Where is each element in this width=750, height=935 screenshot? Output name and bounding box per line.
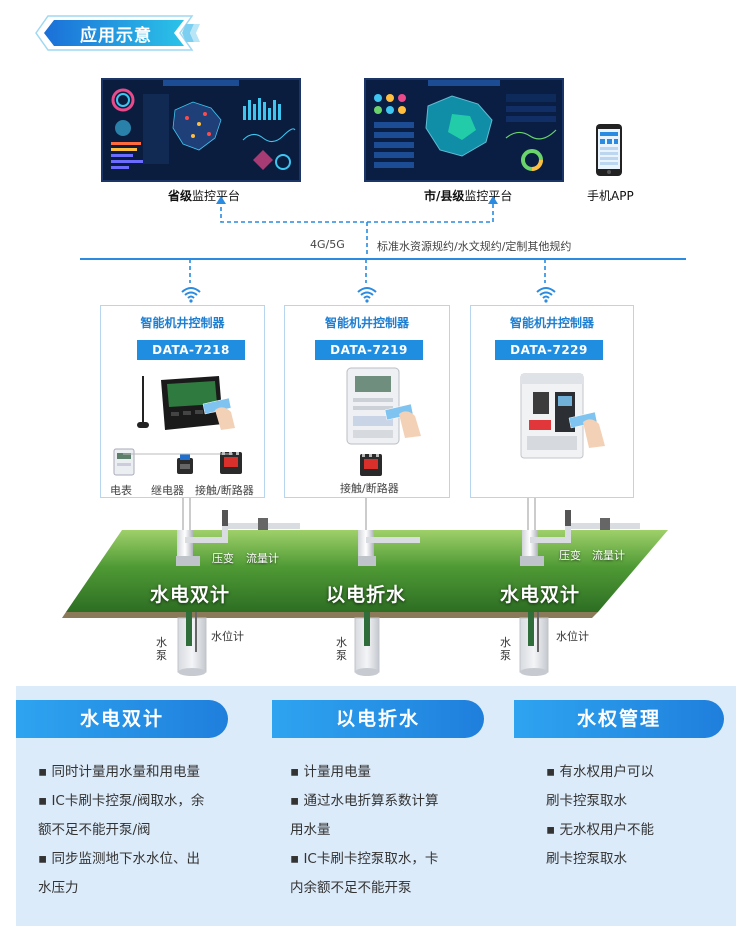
feature-item: 内余额不足不能开泵 bbox=[290, 880, 412, 896]
pump-label: 水泵 bbox=[336, 636, 347, 662]
feature-title: 水权管理 bbox=[514, 700, 724, 738]
device-label-relay: 继电器 bbox=[151, 484, 184, 497]
relay-icon bbox=[177, 454, 193, 474]
well-name-label: 水电双计 bbox=[500, 584, 581, 606]
flow-meter-label: 流量计 bbox=[592, 549, 625, 562]
pump-label: 水泵 bbox=[156, 636, 167, 662]
phone-icon bbox=[596, 124, 622, 176]
controller-model: DATA-7219 bbox=[315, 340, 423, 360]
controller-title: 智能机井控制器 bbox=[509, 316, 594, 330]
province-dashboard-graphic bbox=[103, 80, 299, 180]
feature-item: ▪ IC卡刷卡控泵/阀取水，余 bbox=[38, 793, 205, 809]
wifi-icon bbox=[181, 287, 201, 303]
title-tag-shape bbox=[35, 15, 200, 51]
pressure-sensor-label: 压变 bbox=[212, 552, 234, 565]
page-title: 应用示意 bbox=[80, 26, 152, 46]
feature-list: ▪ 计量用电量 ▪ 通过水电折算系数计算 用水量 ▪ IC卡刷卡控泵取水，卡 内… bbox=[290, 758, 480, 903]
feature-list: ▪ 同时计量用水量和用电量 ▪ IC卡刷卡控泵/阀取水，余 额不足不能开泵/阀 … bbox=[38, 758, 238, 903]
wifi-icon bbox=[536, 287, 556, 303]
feature-title: 以电折水 bbox=[272, 700, 484, 738]
feature-item: 刷卡控泵取水 bbox=[546, 851, 627, 867]
city-dashboard-graphic bbox=[366, 80, 562, 180]
feature-item: ▪ IC卡刷卡控泵取水，卡 bbox=[290, 851, 439, 867]
meter-icon bbox=[113, 448, 135, 476]
pressure-sensor-label: 压变 bbox=[559, 549, 581, 562]
feature-item: ▪ 同时计量用水量和用电量 bbox=[38, 764, 200, 780]
province-monitor-screen bbox=[101, 78, 301, 182]
city-platform-label: 市/县级监控平台 bbox=[424, 189, 513, 203]
device-label-contactor: 接触/断路器 bbox=[340, 482, 399, 495]
pump-label: 水泵 bbox=[500, 636, 511, 662]
section-title-tag: 应用示意 bbox=[34, 14, 204, 52]
feature-item: 刷卡控泵取水 bbox=[546, 793, 627, 809]
well-name-label: 水电双计 bbox=[150, 584, 231, 606]
controller-device-graphic bbox=[520, 373, 605, 459]
network-protocol-label: 4G/5G bbox=[310, 238, 345, 251]
mobile-app-label: 手机APP bbox=[587, 189, 634, 203]
feature-item: ▪ 同步监测地下水水位、出 bbox=[38, 851, 200, 867]
device-connector-lines bbox=[123, 453, 233, 455]
network-lines bbox=[80, 196, 686, 283]
feature-item: 用水量 bbox=[290, 822, 331, 838]
feature-item: 额不足不能开泵/阀 bbox=[38, 822, 151, 838]
feature-title: 水电双计 bbox=[16, 700, 228, 738]
feature-item: 水压力 bbox=[38, 880, 79, 896]
device-label-contactor: 接触/断路器 bbox=[195, 484, 254, 497]
controller-title: 智能机井控制器 bbox=[140, 316, 225, 330]
feature-item: ▪ 有水权用户可以 bbox=[546, 764, 654, 780]
water-level-label: 水位计 bbox=[211, 630, 244, 643]
feature-item: ▪ 无水权用户不能 bbox=[546, 822, 654, 838]
controller-model: DATA-7229 bbox=[495, 340, 603, 360]
controller-card-7229: 智能机井控制器 DATA-7229 bbox=[470, 305, 634, 498]
city-monitor-screen bbox=[364, 78, 564, 182]
feature-item: ▪ 计量用电量 bbox=[290, 764, 371, 780]
feature-list: ▪ 有水权用户可以 刷卡控泵取水 ▪ 无水权用户不能 刷卡控泵取水 bbox=[546, 758, 716, 874]
feature-item: ▪ 通过水电折算系数计算 bbox=[290, 793, 439, 809]
controller-title: 智能机井控制器 bbox=[324, 316, 409, 330]
well-name-label: 以电折水 bbox=[326, 584, 407, 606]
device-label-meter: 电表 bbox=[110, 484, 132, 497]
wifi-icon bbox=[357, 287, 377, 303]
flow-meter-label: 流量计 bbox=[246, 552, 279, 565]
controller-card-7219: 智能机井控制器 DATA-7219 接触/断路器 bbox=[284, 305, 450, 498]
controller-device-graphic bbox=[346, 367, 421, 445]
ground-field bbox=[62, 498, 668, 676]
controller-model: DATA-7218 bbox=[137, 340, 245, 360]
water-level-label: 水位计 bbox=[556, 630, 589, 643]
controller-device-graphic bbox=[137, 376, 235, 430]
controller-card-7218: 智能机井控制器 DATA-7218 电表 继电器 接触/断路器 bbox=[100, 305, 265, 498]
province-platform-label: 省级监控平台 bbox=[168, 189, 241, 203]
network-standards-label: 标准水资源规约/水文规约/定制其他规约 bbox=[377, 240, 572, 253]
contactor-icon bbox=[360, 454, 382, 476]
